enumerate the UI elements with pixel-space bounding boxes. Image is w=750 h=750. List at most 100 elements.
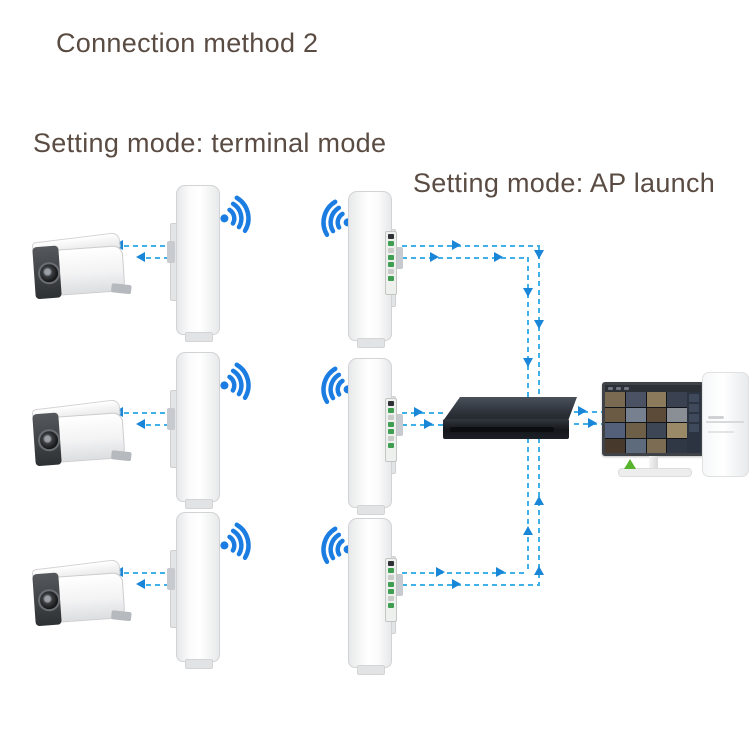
camera-link-line <box>124 412 176 414</box>
trunk-line-up <box>538 438 540 585</box>
arrow-down-icon <box>523 358 533 367</box>
monitor-link-line <box>574 411 602 413</box>
uplink-line <box>402 584 540 586</box>
arrow-up-icon <box>534 566 544 575</box>
camera-lens-icon <box>37 428 61 452</box>
arrow-right-icon <box>578 406 587 416</box>
ip-camera <box>26 398 137 477</box>
terminal-mode-label: Setting mode: terminal mode <box>33 128 387 158</box>
tower-vent <box>708 431 734 433</box>
bridge-front-panel <box>348 191 392 341</box>
arrow-right-icon <box>452 240 461 250</box>
ap-bridge <box>344 191 403 348</box>
page-title: Connection method 2 <box>56 28 319 58</box>
arrow-left-icon <box>136 252 145 262</box>
camera-feed-tile <box>646 423 667 438</box>
camera-feed-tile <box>605 407 625 422</box>
arrow-down-icon <box>523 288 533 297</box>
monitor-screen-grid <box>605 392 687 453</box>
camera-mount <box>110 610 132 622</box>
camera-link-line <box>146 424 176 426</box>
camera-link-line <box>124 572 176 574</box>
bridge-base <box>357 338 385 348</box>
camera-link-line <box>146 584 176 586</box>
arrow-up-icon <box>523 526 533 535</box>
bridge-cable-port <box>395 414 403 436</box>
uplink-line <box>402 412 445 414</box>
wifi-signal-right-icon <box>212 357 264 406</box>
ip-camera <box>26 231 137 310</box>
camera-link-row <box>0 185 750 357</box>
camera-link-row <box>0 352 750 524</box>
nvr-vent <box>450 427 554 432</box>
bridge-cable-port <box>167 241 175 263</box>
ap-bridge <box>344 358 403 515</box>
vms-main <box>605 392 701 453</box>
wifi-signal-right-icon <box>212 517 264 566</box>
camera-feed-tile <box>625 392 646 407</box>
camera-feed-tile <box>646 392 667 407</box>
arrow-right-icon <box>452 579 461 589</box>
bridge-front-panel <box>348 518 392 668</box>
nvr-top-face <box>443 397 577 421</box>
camera-lens-icon <box>37 588 61 612</box>
surveillance-monitor <box>600 380 710 478</box>
arrow-up-icon <box>534 496 544 505</box>
camera-link-line <box>146 257 176 259</box>
ip-camera <box>26 558 137 637</box>
pc-tower <box>702 372 749 477</box>
camera-lens-icon <box>37 261 61 285</box>
camera-feed-tile <box>625 438 646 453</box>
camera-front-hood <box>32 412 62 467</box>
bridge-base <box>185 332 213 342</box>
plant-icon <box>624 459 636 469</box>
camera-feed-tile <box>667 423 687 438</box>
camera-feed-tile <box>646 407 667 422</box>
tower-seam <box>706 421 744 423</box>
monitor-stand-neck <box>649 456 658 469</box>
wifi-signal-right-icon <box>212 190 264 239</box>
arrow-right-icon <box>430 252 439 262</box>
bridge-cable-port <box>395 574 403 596</box>
wifi-signal-left-icon <box>308 361 360 410</box>
vms-sidebar <box>687 392 701 453</box>
arrow-right-icon <box>414 407 423 417</box>
trunk-line-up <box>527 438 529 573</box>
monitor-stand-base <box>618 468 692 477</box>
uplink-line <box>402 424 445 426</box>
bridge-base <box>357 665 385 675</box>
trunk-line-down <box>527 257 529 407</box>
camera-feed-tile <box>625 407 646 422</box>
terminal-bridge <box>167 352 222 509</box>
terminal-bridge <box>167 512 222 669</box>
camera-feed-tile <box>667 392 687 407</box>
bridge-base <box>185 659 213 669</box>
camera-feed-tile <box>625 423 646 438</box>
arrow-right-icon <box>494 252 503 262</box>
monitor-screen <box>605 385 701 453</box>
arrow-left-icon <box>136 419 145 429</box>
bridge-base <box>185 499 213 509</box>
camera-link-row <box>0 512 750 684</box>
tower-handle <box>708 416 724 419</box>
wifi-signal-left-icon <box>308 194 360 243</box>
arrow-right-icon <box>424 419 433 429</box>
camera-mount <box>110 283 132 295</box>
camera-feed-tile <box>667 407 687 422</box>
camera-feed-tile <box>605 392 625 407</box>
bridge-led-port-panel <box>385 231 397 295</box>
bridge-cable-port <box>395 247 403 269</box>
arrow-right-icon <box>588 418 597 428</box>
vms-toolbar <box>605 385 701 392</box>
uplink-line <box>402 257 528 259</box>
camera-feed-tile <box>646 438 667 453</box>
uplink-line <box>402 245 540 247</box>
camera-link-line <box>124 245 176 247</box>
uplink-line <box>402 572 528 574</box>
arrow-left-icon <box>136 579 145 589</box>
camera-front-hood <box>32 245 62 300</box>
arrow-down-icon <box>534 320 544 329</box>
bridge-base <box>357 505 385 515</box>
nvr-recorder <box>440 397 577 442</box>
